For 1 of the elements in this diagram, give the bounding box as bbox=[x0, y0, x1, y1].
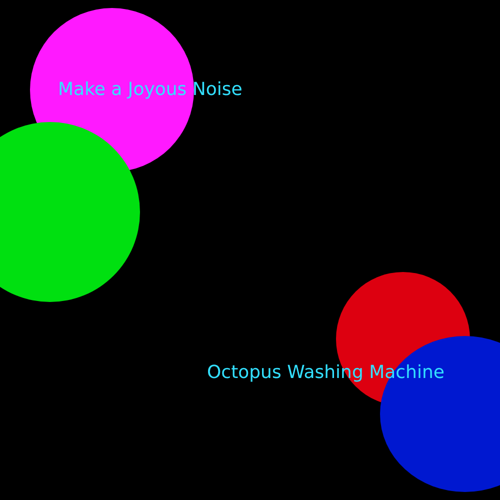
caption-text: Make a Joyous Noise bbox=[58, 79, 242, 101]
